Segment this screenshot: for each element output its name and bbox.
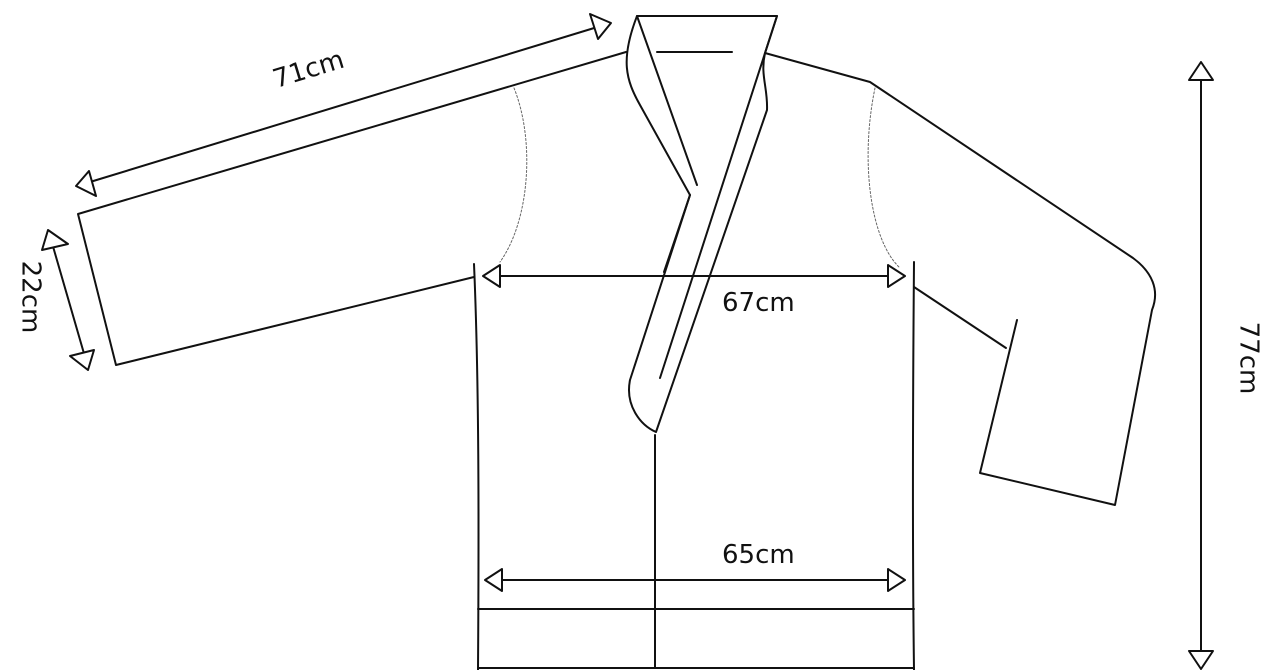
sleeve-length-arrow (75, 13, 612, 197)
body-length-arrow (1188, 61, 1214, 670)
sleeve-opening-label: 22cm (15, 260, 46, 334)
body-length-label: 77cm (1233, 321, 1261, 395)
sleeve-opening-arrow (41, 229, 95, 371)
collar (625, 15, 778, 433)
hem-width-arrow (484, 568, 906, 592)
jacket-body (473, 261, 915, 670)
hem-width-label: 65cm (722, 540, 795, 570)
right-sleeve (764, 52, 1157, 506)
chest-width-label: 67cm (722, 288, 795, 318)
chest-width-arrow (482, 264, 906, 288)
left-sleeve (77, 51, 627, 366)
